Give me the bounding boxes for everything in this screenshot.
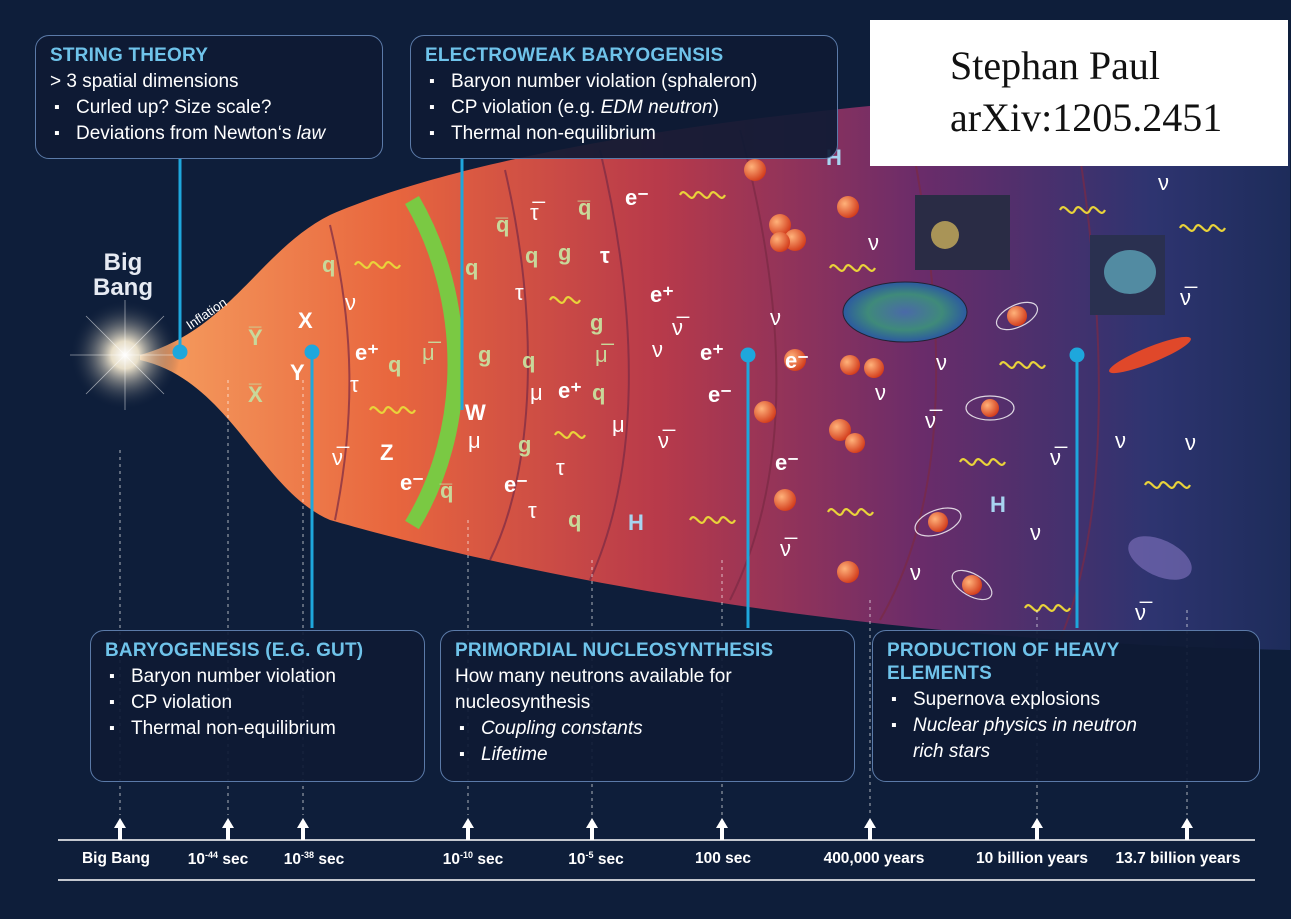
timeline-label: 10-5 sec [568, 850, 623, 869]
svg-text:ν: ν [1115, 428, 1126, 453]
particle-Xbar: X̅ [248, 382, 263, 407]
svg-text:q̅: q̅ [495, 212, 509, 237]
svg-text:ν: ν [910, 560, 921, 585]
svg-text:e⁻: e⁻ [504, 472, 528, 497]
timeline-label: 13.7 billion years [1116, 850, 1241, 868]
nucleosynthesis-bullet: Lifetime [455, 742, 842, 768]
svg-text:ν: ν [345, 290, 356, 315]
svg-text:ν: ν [868, 230, 879, 255]
baryogenesis-bullet: Thermal non-equilibrium [105, 716, 412, 742]
credit-reference: arXiv:1205.2451 [950, 92, 1288, 144]
author-credit: Stephan Paul arXiv:1205.2451 [870, 20, 1288, 166]
svg-text:ν: ν [1185, 430, 1196, 455]
electroweak-bullet: Thermal non-equilibrium [425, 121, 825, 147]
svg-text:q: q [568, 507, 581, 532]
svg-text:e⁻: e⁻ [785, 348, 809, 373]
big-bang-label: Big Bang [88, 250, 158, 300]
timeline-label: 10-44 sec [188, 850, 248, 869]
svg-text:q: q [525, 243, 538, 268]
electroweak-bullet: CP violation (e.g. EDM neutron) [425, 95, 825, 121]
svg-text:τ: τ [556, 455, 565, 480]
nucleosynthesis-bullet: Coupling constants [455, 716, 842, 742]
svg-text:q: q [388, 352, 401, 377]
svg-text:ν: ν [936, 350, 947, 375]
timeline-label: 400,000 years [824, 850, 925, 868]
heavy-elements-bullet: Nuclear physics in neutronrich stars [887, 713, 1247, 765]
svg-text:q: q [592, 380, 605, 405]
electroweak-box: ELECTROWEAK BARYOGENSIS Baryon number vi… [410, 35, 838, 159]
timeline-label: 10 billion years [976, 850, 1088, 868]
svg-text:q̅: q̅ [439, 478, 453, 503]
heavy-elements-title: PRODUCTION OF HEAVYELEMENTS [887, 639, 1247, 685]
svg-text:g: g [590, 310, 603, 335]
baryogenesis-bullet: CP violation [105, 690, 412, 716]
svg-text:e⁻: e⁻ [625, 185, 649, 210]
svg-text:μ: μ [612, 412, 625, 437]
credit-author: Stephan Paul [950, 40, 1288, 92]
svg-text:ν: ν [652, 337, 663, 362]
string-theory-bullet: Deviations from Newton‘s law [50, 121, 370, 147]
svg-text:τ: τ [600, 243, 610, 268]
svg-text:e⁻: e⁻ [400, 470, 424, 495]
svg-text:q: q [465, 255, 478, 280]
baryogenesis-bullet: Baryon number violation [105, 664, 412, 690]
heavy-elements-box: PRODUCTION OF HEAVYELEMENTS Supernova ex… [872, 630, 1260, 782]
svg-text:ν: ν [1158, 170, 1169, 195]
timeline-label: Big Bang [82, 850, 150, 868]
timeline-label: 10-38 sec [284, 850, 344, 869]
string-theory-lead: > 3 spatial dimensions [50, 69, 370, 95]
svg-text:e⁻: e⁻ [775, 450, 799, 475]
svg-text:e⁺: e⁺ [650, 282, 674, 307]
baryogenesis-box: BARYOGENESIS (E.G. GUT) Baryon number vi… [90, 630, 425, 782]
svg-text:Z: Z [380, 440, 393, 465]
svg-text:H: H [990, 492, 1006, 517]
string-theory-title: STRING THEORY [50, 44, 370, 67]
svg-text:μ: μ [468, 428, 481, 453]
nucleosynthesis-lead: How many neutrons available for [455, 664, 842, 690]
timeline-label: 10-10 sec [443, 850, 503, 869]
nucleosynthesis-lead: nucleosynthesis [455, 690, 842, 716]
particle-Ybar: Y̅ [248, 325, 263, 350]
svg-text:q: q [522, 348, 535, 373]
heavy-elements-bullet: Supernova explosions [887, 687, 1247, 713]
nucleosynthesis-box: PRIMORDIAL NUCLEOSYNTHESIS How many neut… [440, 630, 855, 782]
svg-text:e⁺: e⁺ [700, 340, 724, 365]
string-theory-box: STRING THEORY > 3 spatial dimensions Cur… [35, 35, 383, 159]
particle-X: X [298, 308, 313, 333]
electroweak-bullet: Baryon number violation (sphaleron) [425, 69, 825, 95]
svg-text:τ: τ [528, 498, 537, 523]
baryogenesis-title: BARYOGENESIS (E.G. GUT) [105, 639, 412, 662]
electroweak-title: ELECTROWEAK BARYOGENSIS [425, 44, 825, 67]
svg-text:H: H [628, 510, 644, 535]
string-theory-bullet: Curled up? Size scale? [50, 95, 370, 121]
svg-text:μ: μ [530, 380, 543, 405]
particle-q: q [322, 252, 335, 277]
svg-text:e⁺: e⁺ [355, 340, 379, 365]
svg-text:ν: ν [1030, 520, 1041, 545]
svg-text:e⁺: e⁺ [558, 378, 582, 403]
svg-text:ν: ν [770, 305, 781, 330]
svg-text:g: g [478, 342, 491, 367]
svg-text:W: W [465, 400, 486, 425]
svg-text:g: g [518, 432, 531, 457]
svg-text:e⁻: e⁻ [708, 382, 732, 407]
svg-text:ν: ν [875, 380, 886, 405]
nucleosynthesis-title: PRIMORDIAL NUCLEOSYNTHESIS [455, 639, 842, 662]
svg-text:τ: τ [350, 372, 359, 397]
svg-text:τ: τ [515, 280, 524, 305]
svg-text:g: g [558, 240, 571, 265]
timeline-label: 100 sec [695, 850, 751, 868]
svg-text:q̅: q̅ [577, 195, 591, 220]
